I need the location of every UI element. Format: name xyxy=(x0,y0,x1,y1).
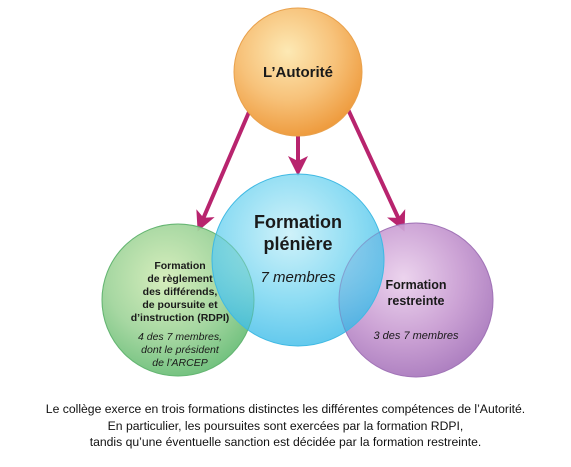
rdpi-line2: de règlement xyxy=(147,273,213,285)
circle-autorite: L’Autorité xyxy=(233,7,363,137)
caption-line3: tandis qu’une éventuelle sanction est dé… xyxy=(89,435,482,449)
rdpi-line5: d’instruction (RDPI) xyxy=(131,312,230,324)
circle-pleniere xyxy=(211,173,385,347)
arrow-to-rdpi xyxy=(196,103,254,232)
pleniere-title-line1: Formation xyxy=(254,212,342,232)
restreinte-line2: restreinte xyxy=(388,294,445,308)
caption-line1: Le collège exerce en trois formations di… xyxy=(45,402,526,416)
caption-line2: En particulier, les poursuites sont exer… xyxy=(107,418,464,433)
pleniere-members: 7 membres xyxy=(260,269,336,286)
rdpi-members-line2: dont le président xyxy=(141,344,220,356)
arrow-to-restreinte xyxy=(344,103,406,232)
rdpi-members-line1: 4 des 7 membres, xyxy=(138,331,222,343)
restreinte-members: 3 des 7 membres xyxy=(374,330,459,342)
restreinte-line1: Formation xyxy=(385,278,446,292)
rdpi-line1: Formation xyxy=(154,260,205,272)
rdpi-line4: de poursuite et xyxy=(142,299,218,311)
diagram-caption: Le collège exerce en trois formations di… xyxy=(0,401,571,451)
formations-diagram: L’Autorité Formation plénière 7 membres … xyxy=(101,7,494,378)
autorite-label: L’Autorité xyxy=(263,64,333,81)
rdpi-members-line3: de l’ARCEP xyxy=(152,357,207,369)
rdpi-line3: des différends, xyxy=(143,286,218,298)
pleniere-title-line2: plénière xyxy=(263,234,332,254)
